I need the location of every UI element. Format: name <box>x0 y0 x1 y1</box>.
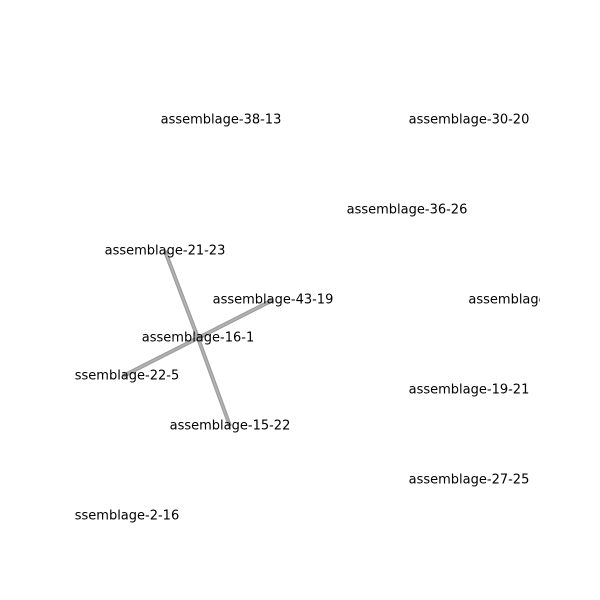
edge-highlight-n16-1-n21-23 <box>164 250 199 339</box>
node-label-n36-26: assemblage-36-26 <box>347 203 468 218</box>
node-label-n19-21: assemblage-19-21 <box>409 383 530 398</box>
node-label-n16-1: assemblage-16-1 <box>142 331 254 346</box>
edge-highlight-n16-1-n15-22 <box>197 337 231 427</box>
edge-highlight-n16-1-n43-19 <box>197 299 274 339</box>
edges-layer <box>122 250 274 427</box>
node-label-n2-16: assemblage-2-16 <box>67 509 179 524</box>
node-label-n22-5: assemblage-22-5 <box>67 369 179 384</box>
node-label-n43-19: assemblage-43-19 <box>213 293 334 308</box>
node-label-n38-13: assemblage-38-13 <box>161 113 282 128</box>
nodes-layer: assemblage-38-13 assemblage-30-20 assembla… <box>67 113 559 524</box>
node-label-n21-23: assemblage-21-23 <box>105 244 226 259</box>
edge-highlight-n16-1-n22-5 <box>122 337 199 377</box>
node-label-n27-25: assemblage-27-25 <box>409 473 530 488</box>
node-label-n30-20: assemblage-30-20 <box>409 113 530 128</box>
node-label-n15-22: assemblage-15-22 <box>170 419 291 434</box>
node-label-n1: assemblage-1 <box>468 293 559 308</box>
